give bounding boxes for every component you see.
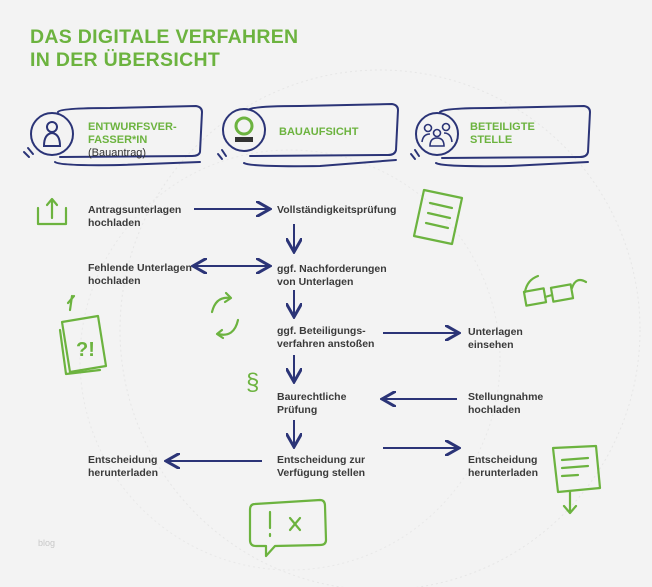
- refresh-icon: [210, 291, 240, 340]
- actor-name: STELLE: [470, 134, 513, 146]
- step-text: Prüfung: [277, 404, 318, 416]
- step-text: ggf. Nachforderungen: [277, 263, 387, 275]
- actor-name: ENTWURFSVER-: [88, 121, 177, 133]
- step-text: Stellungnahme: [468, 391, 544, 403]
- actor-subtitle: (Bauantrag): [88, 147, 147, 159]
- actor-name: FASSER*IN: [88, 134, 148, 146]
- svg-text:§: §: [246, 369, 259, 396]
- title-line-1: DAS DIGITALE VERFAHREN: [30, 26, 299, 48]
- footer-watermark: blog: [38, 538, 56, 548]
- person-icon: [42, 121, 62, 147]
- questions-icon: ?!: [58, 294, 108, 376]
- decision-bubble-icon: [248, 498, 328, 558]
- step-text: Entscheidung: [468, 454, 538, 466]
- actor-name: BAUAUFSICHT: [279, 126, 359, 138]
- authority-logo-icon: [234, 116, 254, 142]
- group-icon: [421, 122, 453, 147]
- step-text: Entscheidung: [88, 454, 158, 466]
- step-text: hochladen: [468, 404, 521, 416]
- actor-designer: ENTWURFSVER- FASSER*IN (Bauantrag): [88, 121, 177, 160]
- actor-participant: BETEILIGTE STELLE: [470, 121, 535, 147]
- download-document-icon: [551, 444, 602, 515]
- step-text: hochladen: [88, 217, 141, 229]
- step-text: verfahren anstoßen: [277, 338, 375, 350]
- step-text: von Unterlagen: [277, 276, 354, 288]
- step-text: Fehlende Unterlagen: [88, 262, 192, 274]
- actor-name: BETEILIGTE: [470, 121, 535, 133]
- step-text: Vollständigkeitsprüfung: [277, 204, 397, 216]
- step-text: Unterlagen: [468, 326, 523, 338]
- title-line-2: IN DER ÜBERSICHT: [30, 49, 221, 71]
- step-check: Vollständigkeitsprüfung: [277, 204, 396, 217]
- actor-box-1: [57, 104, 204, 158]
- step-text: einsehen: [468, 339, 514, 351]
- step-text: ggf. Beteiligungs-: [277, 325, 366, 337]
- paragraph-icon: §: [246, 369, 259, 396]
- page-title: DAS DIGITALE VERFAHREN IN DER ÜBERSICHT: [30, 26, 298, 72]
- step-text: Antragsunterlagen: [88, 204, 182, 216]
- upload-icon: [36, 197, 68, 226]
- actor-box-3: [439, 104, 592, 159]
- svg-text:?!: ?!: [76, 339, 95, 361]
- step-text: Entscheidung zur: [277, 454, 366, 466]
- step-text: hochladen: [88, 275, 141, 287]
- step-text: Baurechtliche: [277, 391, 347, 403]
- step-text: herunterladen: [88, 467, 159, 479]
- step-text: Verfügung stellen: [277, 467, 366, 479]
- step-text: herunterladen: [468, 467, 539, 479]
- glasses-icon: [522, 274, 588, 307]
- actor-authority: BAUAUFSICHT: [279, 126, 358, 139]
- step-participation: ggf. Beteiligungs-verfahren anstoßen: [277, 325, 374, 351]
- actor-box-2: [247, 102, 400, 157]
- checklist-icon: [412, 188, 464, 246]
